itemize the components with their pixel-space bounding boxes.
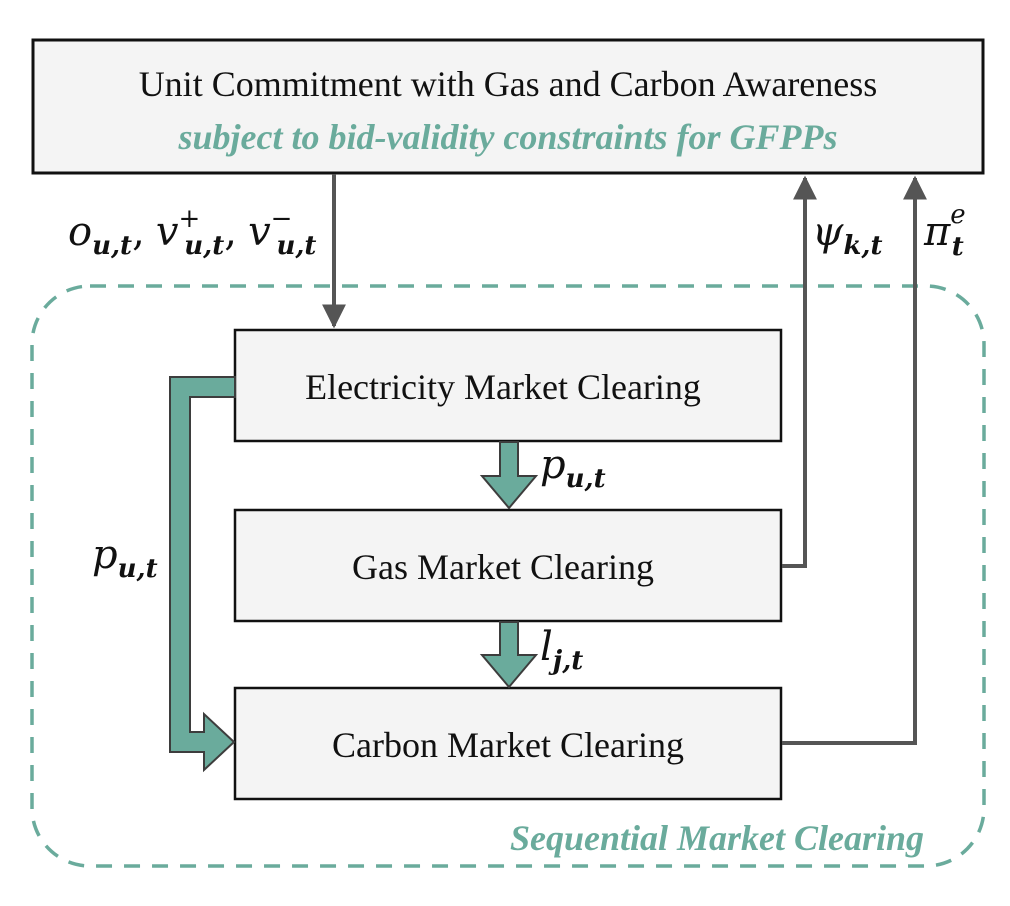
electricity-market-box <box>233 328 783 443</box>
unit-commitment-title: Unit Commitment with Gas and Carbon Awar… <box>139 64 878 104</box>
carbon-market-label: Carbon Market Clearing <box>332 725 684 765</box>
label-l: lj,t <box>540 624 583 676</box>
label-p-left: pu,t <box>92 532 158 584</box>
arrow-electricity-to-gas <box>479 441 539 510</box>
arrow-gas-to-carbon <box>479 621 539 689</box>
sequential-region-label: Sequential Market Clearing <box>510 818 924 858</box>
electricity-market-label: Electricity Market Clearing <box>305 367 701 407</box>
arrow-carbon-to-uc <box>782 175 927 745</box>
arrow-electricity-to-carbon <box>169 376 236 773</box>
label-decision-vars: ou,t, v+u,t, v−u,t <box>68 204 316 261</box>
arrow-gas-to-uc <box>782 175 817 568</box>
label-psi: ψk,t <box>812 209 882 261</box>
unit-commitment-box <box>31 38 985 175</box>
sequential-region <box>30 284 986 868</box>
gas-market-label: Gas Market Clearing <box>352 547 654 587</box>
carbon-market-box <box>233 686 783 801</box>
unit-commitment-subtitle: subject to bid-validity constraints for … <box>177 117 837 157</box>
label-p-middle: pu,t <box>540 442 606 494</box>
